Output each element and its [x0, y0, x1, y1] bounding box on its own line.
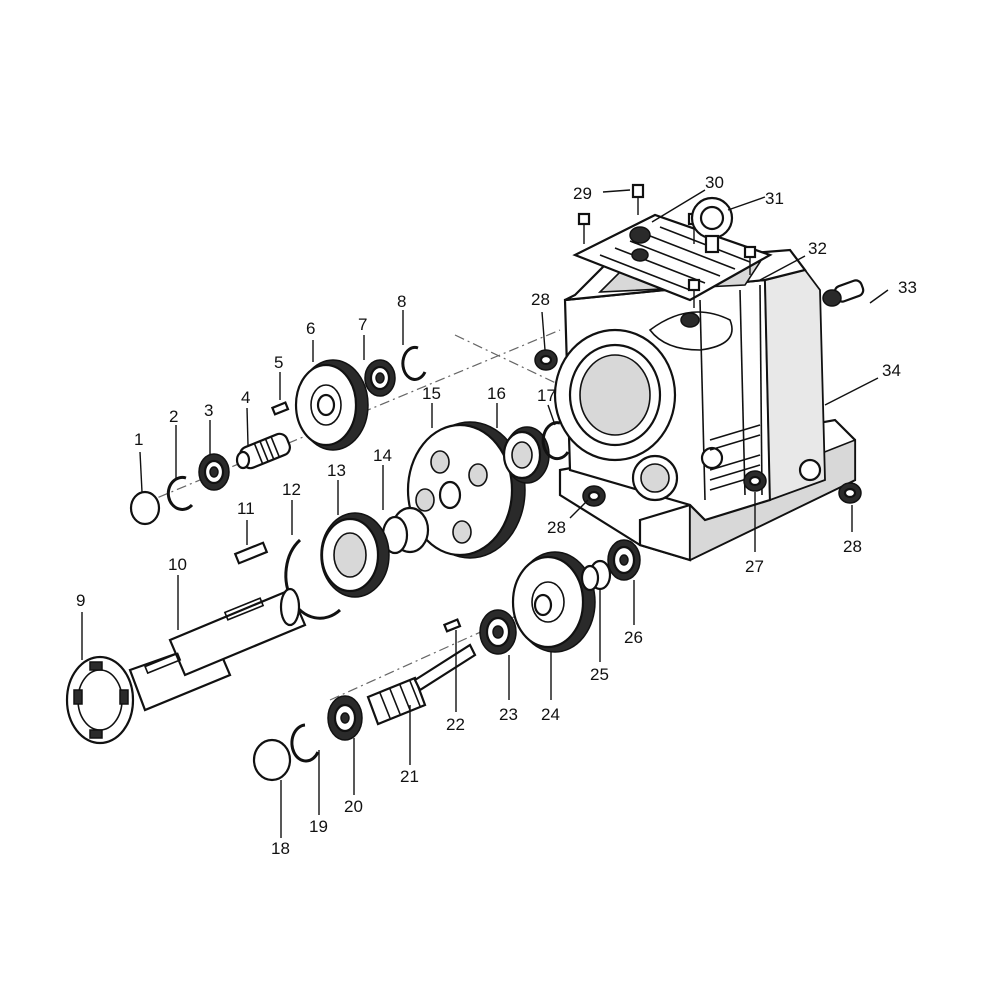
vent-plug	[822, 279, 865, 307]
label-part-26: 26	[624, 628, 643, 647]
label-part-19: 19	[309, 817, 328, 836]
eye-bolt	[690, 196, 734, 254]
label-part-12: 12	[282, 480, 301, 499]
key-5	[270, 401, 290, 416]
bearing-26	[607, 539, 641, 581]
label-part-30: 30	[705, 173, 724, 192]
label-part-28-right: 28	[843, 537, 862, 556]
label-part-8: 8	[397, 292, 406, 311]
bearing-3	[198, 453, 230, 491]
label-part-6: 6	[306, 319, 315, 338]
label-part-25: 25	[590, 665, 609, 684]
bearing-23	[479, 609, 517, 655]
label-part-4: 4	[241, 388, 250, 407]
label-part-21: 21	[400, 767, 419, 786]
part-number-labels: 1 2 3 4 5 6 7 8 9 10 11 12 13 14 15 16 1…	[76, 173, 917, 858]
label-part-5: 5	[274, 353, 283, 372]
circlip-17	[541, 421, 570, 461]
label-part-1: 1	[134, 430, 143, 449]
label-part-20: 20	[344, 797, 363, 816]
label-part-31: 31	[765, 189, 784, 208]
bearing-7	[364, 359, 396, 397]
label-part-9: 9	[76, 591, 85, 610]
label-part-13: 13	[327, 461, 346, 480]
key-11	[233, 541, 269, 565]
gear-15	[406, 421, 526, 559]
end-cap-upper	[129, 490, 161, 526]
label-part-32: 32	[808, 239, 827, 258]
input-pinion-21	[366, 643, 477, 726]
bearing-13	[320, 512, 390, 598]
label-part-27: 27	[745, 557, 764, 576]
label-part-16: 16	[487, 384, 506, 403]
bearing-20	[327, 695, 363, 741]
pinion-shaft-4	[235, 432, 291, 470]
spacer-14	[381, 506, 430, 555]
key-22	[442, 618, 462, 633]
label-part-33: 33	[898, 278, 917, 297]
label-part-22: 22	[446, 715, 465, 734]
end-cap-lower	[252, 738, 292, 782]
gear-24	[511, 551, 596, 653]
label-part-14: 14	[373, 446, 392, 465]
label-part-2: 2	[169, 407, 178, 426]
leader-lines	[81, 189, 889, 838]
label-part-29: 29	[573, 184, 592, 203]
label-part-28-top: 28	[531, 290, 550, 309]
circlip-8	[401, 345, 427, 381]
spacer-25	[580, 559, 612, 592]
label-part-23: 23	[499, 705, 518, 724]
label-part-11: 11	[237, 499, 255, 518]
label-part-10: 10	[168, 555, 187, 574]
label-part-24: 24	[541, 705, 560, 724]
gearbox-housing	[553, 248, 857, 562]
label-part-18: 18	[271, 839, 290, 858]
circlip-2	[166, 475, 194, 511]
label-part-17: 17	[537, 386, 556, 405]
flange-9	[65, 655, 135, 745]
label-part-34: 34	[882, 361, 901, 380]
circlip-19	[290, 723, 320, 763]
label-part-3: 3	[204, 401, 213, 420]
label-part-15: 15	[422, 384, 441, 403]
label-part-7: 7	[358, 315, 367, 334]
drain-plugs	[534, 349, 862, 507]
gear-6	[294, 359, 369, 451]
bearing-16	[502, 426, 550, 484]
label-part-28-left: 28	[547, 518, 566, 537]
output-shaft-10	[128, 587, 307, 712]
